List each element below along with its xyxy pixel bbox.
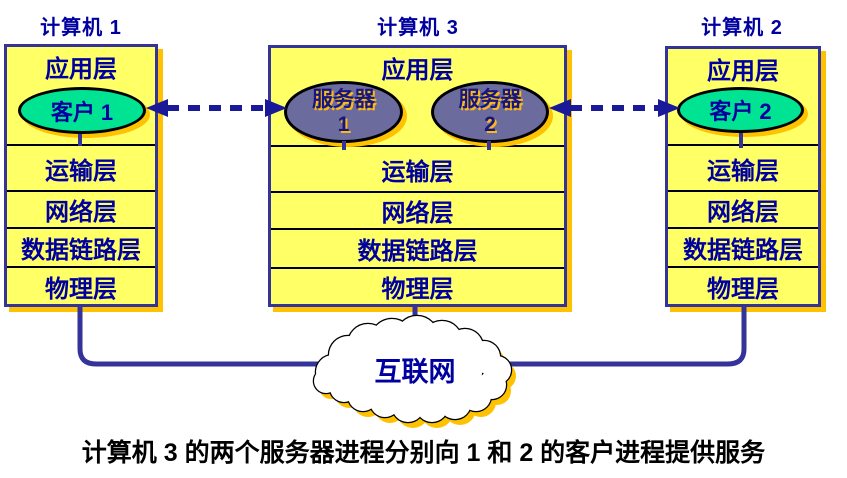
computer-1-title: 计算机 1	[40, 17, 122, 39]
client-2-process: 客户 2	[677, 87, 804, 133]
client-1-label: 客户 1	[50, 99, 114, 125]
computer-2-datalink-layer: 数据链路层	[668, 227, 818, 266]
link-computer1-internet	[77, 307, 335, 367]
client-2-label: 客户 2	[709, 99, 772, 124]
caption: 计算机 3 的两个服务器进程分别向 1 和 2 的客户进程提供服务	[81, 439, 766, 467]
computer-2-stack: 应用层 客户 2 运输层 网络层 数据链路层 物理层	[665, 46, 821, 307]
cloud-outline	[312, 314, 513, 424]
server-1-label: 服务器	[312, 88, 375, 111]
computer-3-transport-layer: 运输层	[271, 145, 564, 191]
dashed-arrow-server2-client2	[549, 99, 680, 117]
computer-2-transport-layer: 运输层	[668, 144, 818, 190]
computer-2-network-layer: 网络层	[668, 190, 818, 227]
computer-1-network-layer: 网络层	[7, 190, 155, 227]
internet-cloud: 互联网	[312, 314, 516, 428]
cloud-label: 互联网	[375, 357, 456, 387]
computer-1-transport-layer: 运输层	[7, 144, 155, 190]
computer-3-network-layer: 网络层	[271, 191, 564, 228]
computer-2-title: 计算机 2	[701, 17, 783, 39]
computer-3-application-layer: 应用层 服务器 1 服务器 2	[271, 48, 564, 145]
computer-3-datalink-layer: 数据链路层	[271, 228, 564, 267]
client-1-process: 客户 1	[18, 87, 146, 134]
server-2-label: 服务器	[458, 88, 522, 111]
cloud-fill	[314, 316, 511, 422]
server-2-process: 服务器 2	[431, 81, 549, 143]
cloud-shadow	[319, 322, 516, 428]
computer-2-physical-layer: 物理层	[668, 266, 818, 304]
layer-label-application: 应用层	[707, 58, 779, 85]
computer-1-physical-layer: 物理层	[7, 266, 155, 304]
server-1-process: 服务器 1	[284, 81, 403, 143]
computer-3-title: 计算机 3	[377, 17, 459, 39]
computer-1-application-layer: 应用层 客户 1	[7, 47, 155, 144]
layer-label-application: 应用层	[45, 56, 117, 83]
computer-3-stack: 应用层 服务器 1 服务器 2 运输层 网络层 数据链路层 物理层	[268, 45, 567, 307]
computer-3-physical-layer: 物理层	[271, 267, 564, 304]
link-computer2-internet	[505, 307, 747, 367]
computer-2-application-layer: 应用层 客户 2	[668, 49, 818, 144]
computer-1-stack: 应用层 客户 1 运输层 网络层 数据链路层 物理层	[4, 44, 158, 307]
connection-lines	[77, 307, 747, 367]
layer-label-application: 应用层	[381, 57, 454, 84]
server-2-number: 2	[484, 113, 496, 136]
computer-1-datalink-layer: 数据链路层	[7, 227, 155, 266]
server-1-number: 1	[337, 113, 350, 136]
dashed-arrow-client1-server1	[146, 99, 287, 117]
